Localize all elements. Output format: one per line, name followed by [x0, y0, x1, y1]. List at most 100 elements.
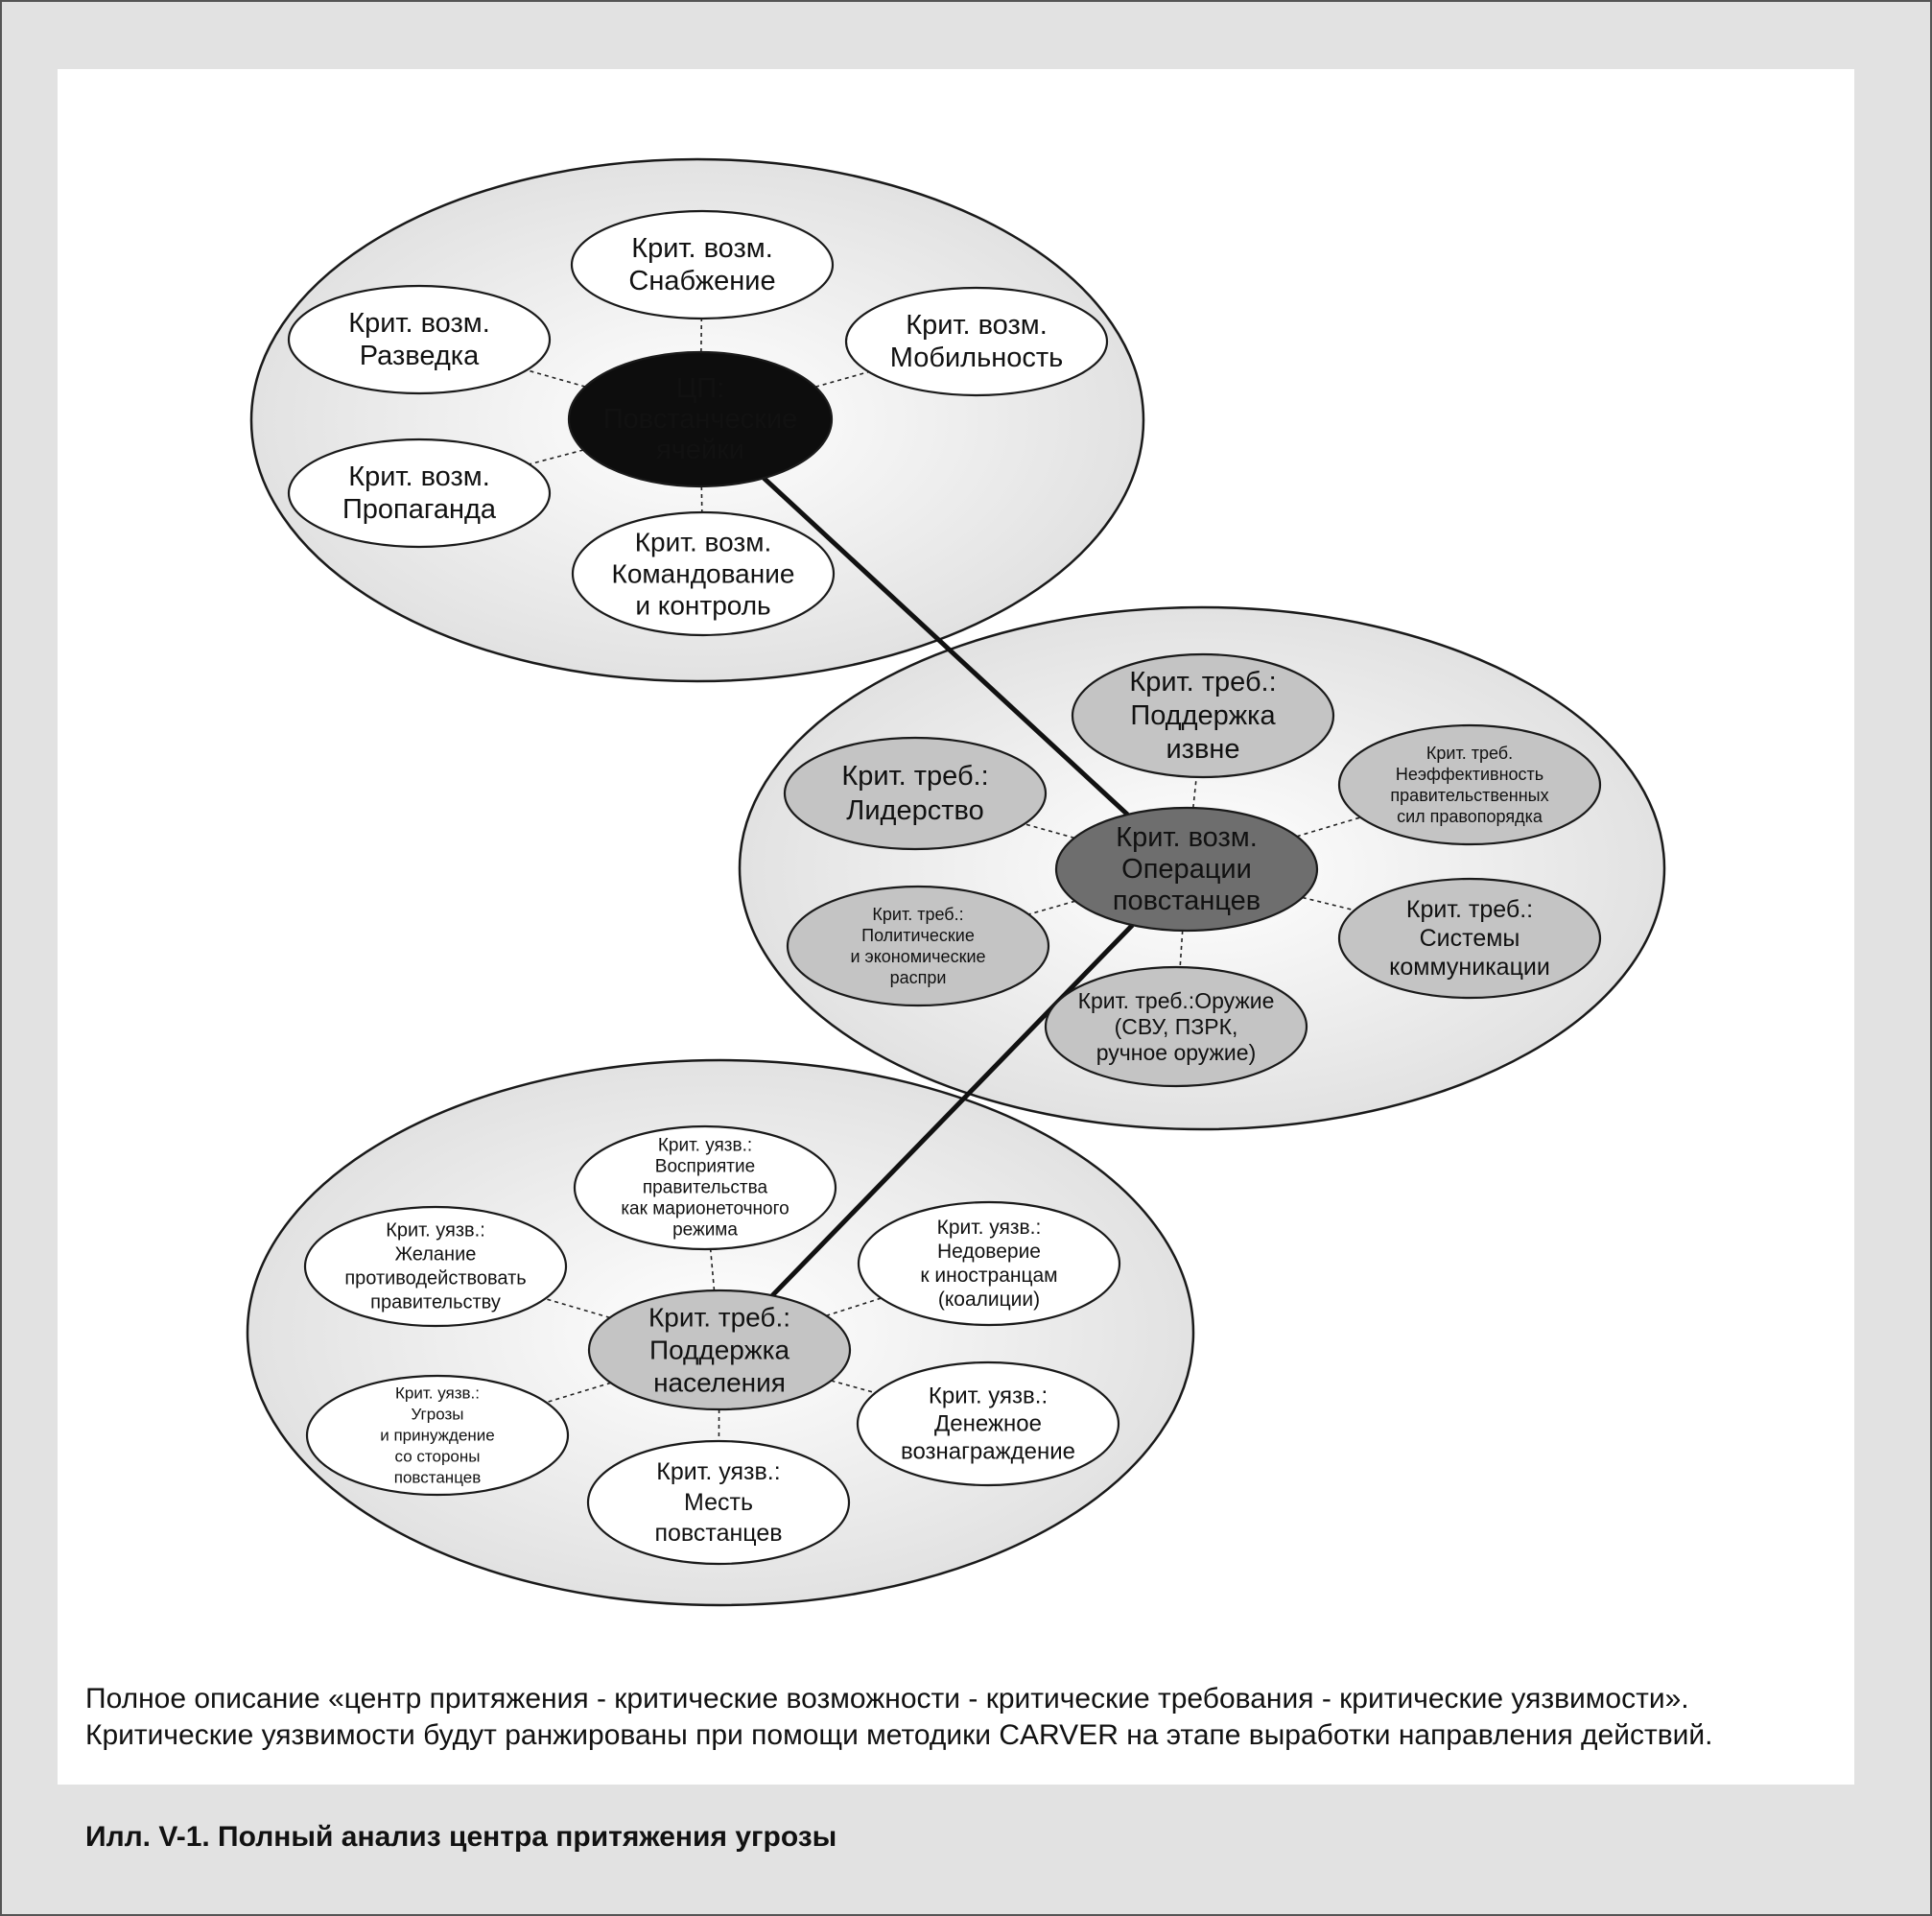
requirement-ineffective-police-node: Крит. треб.Неэффективностьправительствен…: [1337, 723, 1602, 846]
node-label: Крит. возм.: [631, 233, 773, 264]
node-ellipse: [844, 286, 1109, 397]
node-label: Снабжение: [628, 266, 775, 296]
node-label: сил правопорядка: [1397, 807, 1543, 826]
node-label: (СВУ, ПЗРК,: [1115, 1014, 1238, 1039]
node-label: и контроль: [635, 591, 770, 621]
node-label: Командование: [612, 559, 795, 589]
requirement-leadership-node: Крит. треб.:Лидерство: [783, 736, 1048, 851]
node-label: Крит. уязв.:: [937, 1217, 1042, 1239]
node-ellipse: [587, 1289, 852, 1411]
node-label: и экономические: [850, 947, 985, 966]
node-label: коммуникации: [1389, 954, 1550, 981]
node-label: Системы: [1420, 925, 1520, 952]
node-ellipse: [586, 1439, 851, 1566]
node-label: Недоверие: [937, 1241, 1041, 1263]
node-label: Лидерство: [846, 795, 983, 826]
figure-caption: Илл. V-1. Полный анализ центра притяжени…: [85, 1821, 837, 1853]
dashed-connector: [1302, 896, 1355, 911]
node-label: повстанцев: [394, 1469, 481, 1487]
dashed-connector: [546, 1382, 611, 1404]
dashed-connector: [826, 1297, 882, 1317]
node-ellipse: [567, 350, 834, 488]
node-label: Операции: [1121, 854, 1252, 885]
node-label: Политические: [861, 926, 975, 945]
node-label: Крит. возм.: [906, 310, 1048, 341]
node-label: как марионеточного: [621, 1199, 789, 1219]
node-label: Поддержка: [649, 1336, 789, 1365]
dashed-connector: [1024, 822, 1075, 840]
dashed-connector: [529, 449, 584, 465]
node-ellipse: [305, 1374, 570, 1497]
node-ellipse: [1044, 965, 1308, 1088]
node-ellipse: [783, 736, 1048, 851]
node-label: населения: [653, 1368, 786, 1398]
dashed-connector: [526, 368, 586, 388]
node-label: Повстанческие: [603, 404, 797, 435]
node-label: повстанцев: [654, 1520, 782, 1547]
node-label: Крит. возм.: [348, 461, 490, 492]
dashed-connector: [1028, 900, 1075, 915]
node-label: извне: [1166, 734, 1239, 765]
node-label: Крит. треб.:: [1129, 667, 1276, 698]
node-label: противодействовать: [344, 1268, 526, 1289]
dashed-connector: [1179, 930, 1184, 968]
node-label: Желание: [395, 1244, 477, 1266]
node-label: Крит. треб.: [1426, 744, 1513, 763]
node-label: Крит. возм.: [1116, 822, 1258, 853]
node-label: правительству: [370, 1292, 501, 1313]
node-ellipse: [287, 284, 552, 395]
dashed-connector: [545, 1297, 610, 1319]
node-label: распри: [890, 968, 947, 987]
dashed-connector: [1296, 816, 1361, 838]
node-label: Пропаганда: [342, 494, 497, 525]
node-ellipse: [571, 510, 836, 637]
node-ellipse: [856, 1360, 1120, 1487]
node-ellipse: [857, 1200, 1121, 1327]
node-ellipse: [570, 209, 835, 320]
requirement-weapons-node: Крит. треб.:Оружие(СВУ, ПЗРК,ручное оруж…: [1044, 965, 1308, 1088]
dashed-connectors: [526, 318, 1361, 1442]
node-ellipse: [1337, 877, 1602, 1000]
node-label: Крит. возм.: [635, 528, 772, 557]
dashed-connector: [814, 370, 869, 389]
node-label: Разведка: [360, 341, 480, 371]
node-label: Крит. треб.:: [648, 1303, 790, 1333]
description-line: Критические уязвимости будут ранжированы…: [85, 1719, 1713, 1751]
node-label: вознаграждение: [901, 1439, 1075, 1465]
node-label: Крит. треб.:: [841, 761, 988, 792]
dashed-connector: [1191, 776, 1198, 809]
capability-mobility-node: Крит. возм.Мобильность: [844, 286, 1109, 397]
main-connector: [770, 923, 1135, 1298]
node-label: правительства: [643, 1178, 768, 1198]
description-line: Полное описание «центр притяжения - крит…: [85, 1683, 1689, 1715]
node-label: Угрозы: [412, 1406, 464, 1424]
node-label: и принуждение: [380, 1427, 495, 1445]
node-label: Денежное: [934, 1411, 1042, 1437]
node-label: ЦП:: [676, 373, 724, 404]
node-ellipse: [303, 1205, 568, 1328]
node-label: (коалиции): [938, 1289, 1040, 1311]
node-ellipse: [1054, 806, 1319, 933]
node-label: Крит. уязв.:: [386, 1220, 485, 1242]
node-label: Восприятие: [655, 1157, 755, 1177]
main-connector: [762, 476, 1130, 816]
node-label: Месть: [684, 1489, 753, 1516]
node-label: Крит. возм.: [348, 308, 490, 339]
node-ellipse: [287, 438, 552, 549]
node-label: к иностранцам: [920, 1265, 1057, 1287]
node-ellipse: [1337, 723, 1602, 846]
node-label: Неэффективность: [1396, 765, 1543, 784]
capability-supply-node: Крит. возм.Снабжение: [570, 209, 835, 320]
